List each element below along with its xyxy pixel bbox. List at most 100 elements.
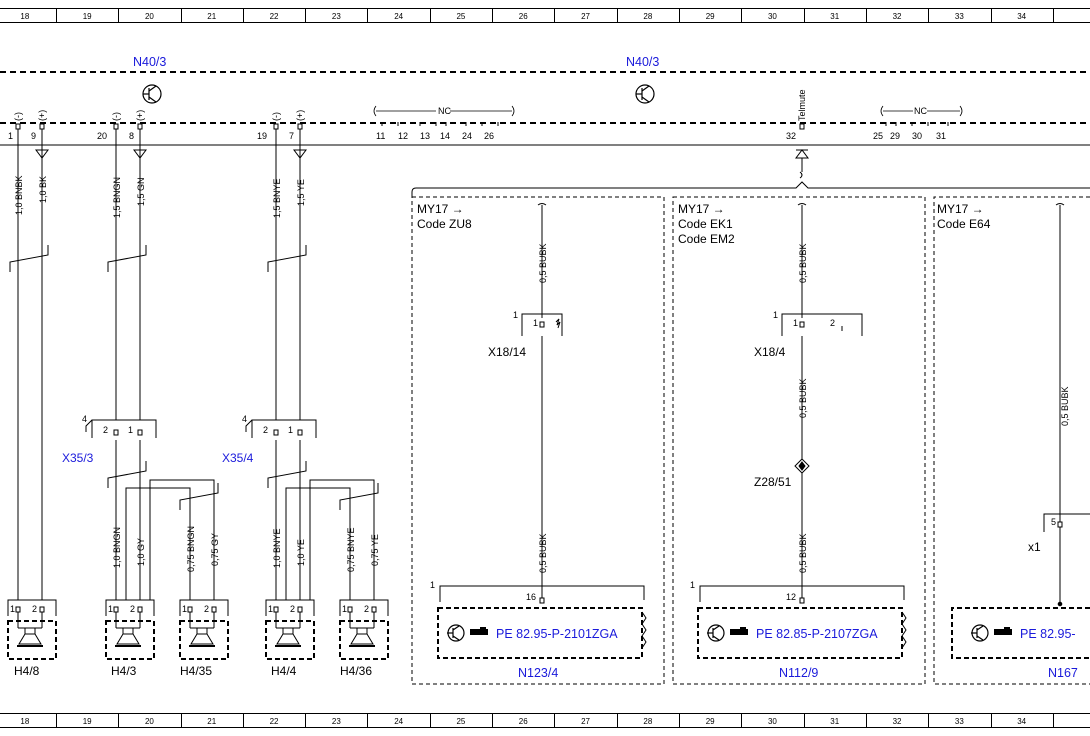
wire-label: 0,5 BUBK — [538, 533, 548, 573]
pin-2: 2 — [364, 604, 369, 614]
polarity-minus: (-) — [111, 112, 121, 121]
ruler-column-number: 27 — [581, 717, 590, 726]
pin-5: 5 — [1051, 517, 1056, 527]
pin-2: 2 — [32, 604, 37, 614]
wire-label: 1,0 YE — [296, 539, 306, 566]
reference-link[interactable]: PE 82.85-P-2107ZGA — [756, 627, 878, 641]
pin-2: 2 — [204, 604, 209, 614]
nc-pin: 11 — [376, 131, 385, 141]
module-label-right[interactable]: N40/3 — [626, 55, 659, 69]
device-label[interactable]: N123/4 — [518, 666, 558, 680]
wire-label: 0,75 BNYE — [346, 527, 356, 572]
nc-bracket-right — [880, 105, 963, 117]
pin-1: 1 — [513, 310, 518, 320]
x35-4-label[interactable]: X35/4 — [222, 451, 254, 465]
speaker-label: H4/35 — [180, 664, 212, 678]
module-label-left[interactable]: N40/3 — [133, 55, 166, 69]
ruler-column-number: 23 — [332, 717, 341, 726]
device-label[interactable]: N112/9 — [779, 666, 818, 680]
ruler-column-number: 34 — [1017, 717, 1026, 726]
wire-label: 1,0 BK — [38, 176, 48, 203]
ruler-column-number: 18 — [20, 12, 29, 21]
wire-label: 1,0 GY — [136, 538, 146, 566]
pin-1: 1 — [430, 580, 435, 590]
z28-51-label: Z28/51 — [754, 475, 792, 489]
ruler-column-number: 27 — [581, 12, 590, 21]
top-ruler — [0, 8, 1090, 23]
polarity-minus: (-) — [271, 112, 281, 121]
pin-20: 20 — [97, 131, 107, 141]
pin-markers — [15, 123, 805, 130]
pin-2: 2 — [263, 425, 268, 435]
device-label[interactable]: N167 — [1048, 666, 1078, 680]
speaker-label: H4/8 — [14, 664, 40, 678]
reference-link[interactable]: PE 82.95- — [1020, 627, 1076, 641]
pin-1: 1 — [8, 131, 13, 141]
transistor-icon — [635, 84, 655, 104]
variant-code: Code E64 — [937, 217, 991, 231]
nc-pin: 29 — [890, 131, 900, 141]
pin-1: 1 — [182, 604, 187, 614]
ruler-column-number: 31 — [830, 717, 839, 726]
reference-link[interactable]: PE 82.95-P-2101ZGA — [496, 627, 618, 641]
x35-3-label[interactable]: X35/3 — [62, 451, 94, 465]
ruler-column-number: 21 — [207, 12, 216, 21]
variant-branch-lines — [411, 158, 1090, 197]
ek1-wiring — [699, 203, 905, 604]
pin-2: 2 — [830, 318, 835, 328]
nc-pin: 25 — [873, 131, 883, 141]
pin-count: 4 — [82, 414, 87, 424]
pin-8: 8 — [129, 131, 134, 141]
ruler-column-number: 24 — [394, 12, 403, 21]
pin-32: 32 — [786, 131, 796, 141]
ruler-column-number: 22 — [270, 12, 279, 21]
variant-code: Code EM2 — [678, 232, 735, 246]
pin-1: 1 — [108, 604, 113, 614]
nc-label-right: NC — [914, 106, 927, 116]
ruler-column-number: 33 — [955, 717, 964, 726]
nc-pin: 31 — [936, 131, 946, 141]
pin-count: 4 — [242, 414, 247, 424]
triangle-icon — [35, 149, 809, 159]
pin-1: 1 — [690, 580, 695, 590]
pin-1: 1 — [342, 604, 347, 614]
nc-pin: 13 — [420, 131, 430, 141]
x35-4-connector — [245, 419, 317, 438]
ruler-column-number: 30 — [768, 717, 777, 726]
ruler-column-number: 21 — [207, 717, 216, 726]
nc-pin: 26 — [484, 131, 494, 141]
wire-label: 0,5 BUBK — [538, 243, 548, 283]
polarity-plus: (+) — [295, 110, 305, 121]
nc-pins-left — [381, 122, 949, 126]
pin-12: 12 — [786, 592, 796, 602]
speaker-label: H4/36 — [340, 664, 372, 678]
top-ruler-ticks — [56, 8, 1054, 23]
transistor-icon — [707, 624, 725, 642]
polarity-plus: (+) — [135, 110, 145, 121]
x35-3-connector — [85, 419, 157, 438]
polarity-plus: (+) — [37, 110, 47, 121]
wire-label: 0,75 BNGN — [186, 526, 196, 572]
wire-label: 1,0 BNBK — [14, 175, 24, 215]
pin-2: 2 — [290, 604, 295, 614]
wire-label: 0,75 GY — [210, 533, 220, 566]
ruler-column-number: 18 — [20, 717, 29, 726]
pin-16: 16 — [526, 592, 536, 602]
zu8-wiring — [439, 203, 645, 604]
ruler-column-number: 28 — [643, 12, 652, 21]
variant-my: MY17 → — [417, 202, 464, 216]
ruler-column-number: 20 — [145, 12, 154, 21]
ruler-column-number: 23 — [332, 12, 341, 21]
wire-label: 0,5 BUBK — [1060, 386, 1070, 426]
pin-1: 1 — [268, 604, 273, 614]
wire-label: 1,5 BNYE — [272, 178, 282, 218]
telmute-label: Telmute — [797, 89, 807, 121]
pin-2: 2 — [130, 604, 135, 614]
pin-2: 2 — [103, 425, 108, 435]
x1-label: x1 — [1028, 540, 1041, 554]
ruler-column-number: 30 — [768, 12, 777, 21]
ruler-column-number: 33 — [955, 12, 964, 21]
